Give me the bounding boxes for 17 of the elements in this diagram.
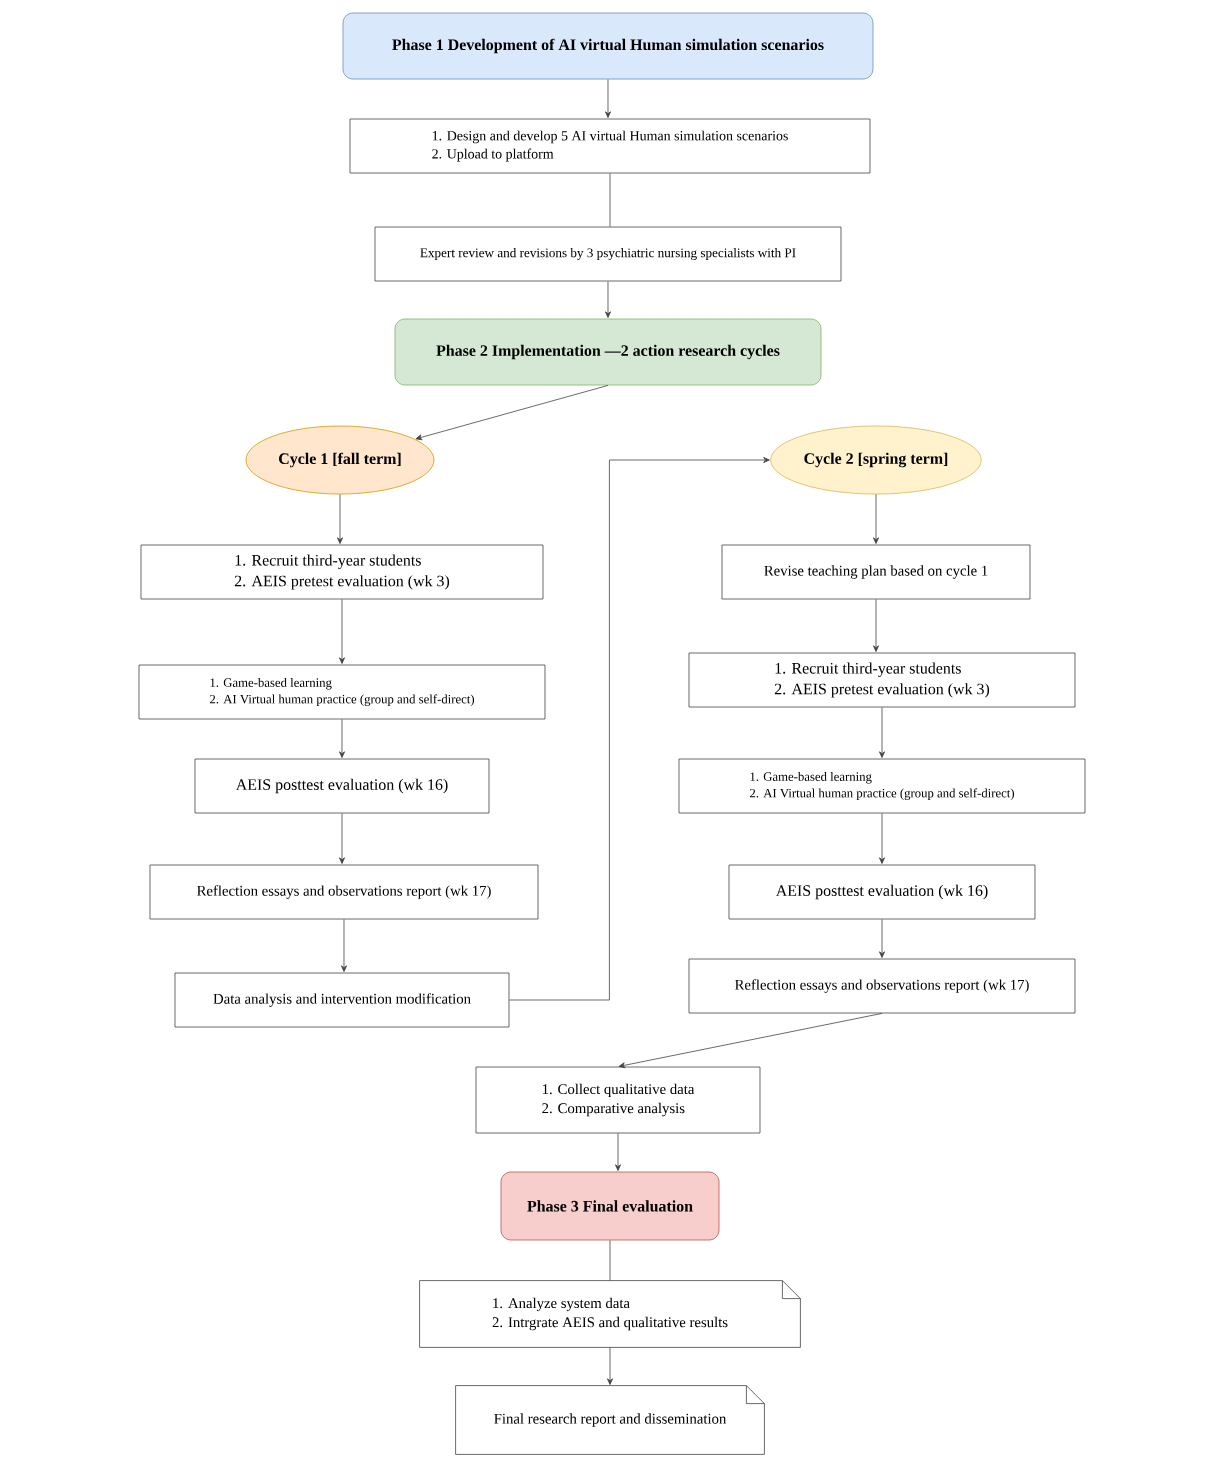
arrow: [879, 919, 885, 958]
arrow: [873, 599, 879, 652]
arrow: [509, 457, 770, 1001]
arrow: [339, 813, 345, 864]
arrow: [605, 79, 611, 119]
arrow: [879, 707, 885, 758]
arrow: [341, 919, 347, 972]
arrow: [618, 1013, 883, 1069]
arrow: [607, 1347, 613, 1385]
arrow: [615, 1133, 621, 1171]
arrow: [339, 719, 345, 758]
arrow: [873, 494, 879, 544]
arrow: [415, 385, 609, 441]
arrow: [605, 281, 611, 318]
arrow: [337, 494, 343, 544]
arrow: [879, 813, 885, 864]
arrow: [339, 599, 345, 664]
